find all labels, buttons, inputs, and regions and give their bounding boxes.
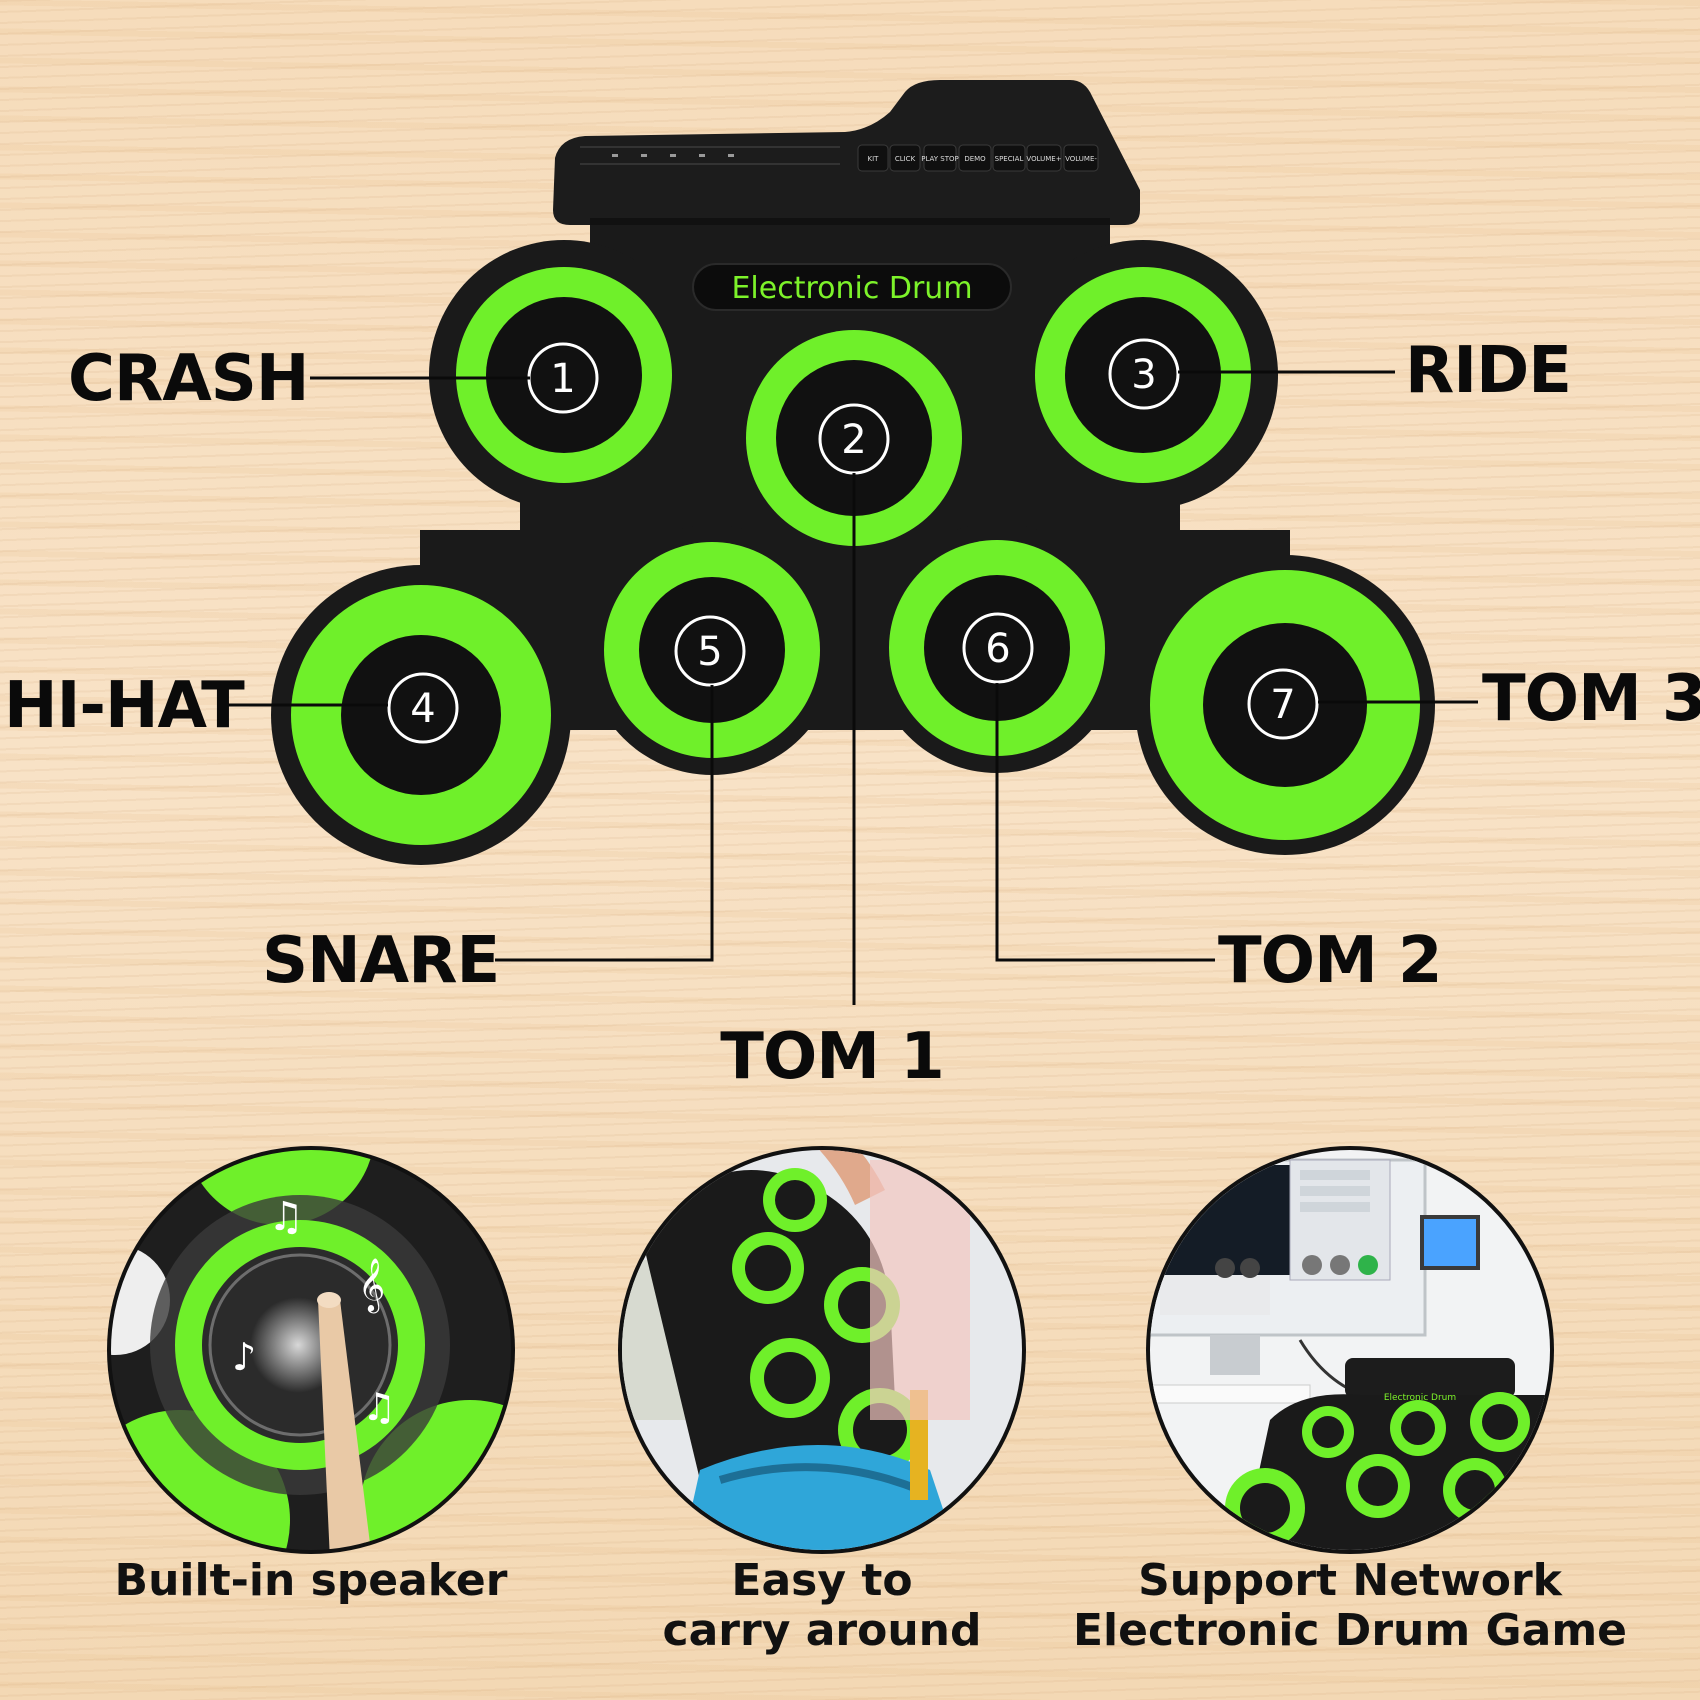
drum-pads: 1 2 3 4 5 6 7 bbox=[291, 267, 1420, 845]
pad-center bbox=[776, 360, 932, 516]
control-button-label: SPECIAL bbox=[995, 155, 1024, 163]
brand-label: Electronic Drum bbox=[731, 271, 972, 306]
indicator-lights bbox=[612, 154, 734, 157]
control-button-label: PLAY STOP bbox=[921, 155, 958, 163]
music-note-icon: ♫ bbox=[362, 1385, 396, 1429]
svg-text:Electronic Drum: Electronic Drum bbox=[1384, 1393, 1456, 1403]
pad-number-badge bbox=[387, 672, 459, 744]
pad-number: 3 bbox=[1131, 352, 1156, 398]
feature-caption-portable: Easy to carry around bbox=[622, 1556, 1022, 1656]
feature-photo-computer: Electronic Drum bbox=[1146, 1146, 1554, 1554]
control-button bbox=[958, 144, 992, 172]
callout-label: TOM 1 bbox=[720, 1020, 944, 1094]
pad-center bbox=[486, 297, 642, 453]
feature-photo-speaker: ♫ 𝄞 ♪ ♫ bbox=[107, 1146, 515, 1554]
feature-caption-network-game: Support Network Electronic Drum Game bbox=[1070, 1556, 1630, 1656]
pad-center bbox=[1065, 297, 1221, 453]
callout-label: HI-HAT bbox=[4, 669, 245, 743]
callout-line bbox=[495, 685, 714, 962]
pad-number: 7 bbox=[1270, 682, 1295, 728]
callout-lines bbox=[228, 370, 1478, 1005]
pad-number: 1 bbox=[550, 356, 575, 402]
control-button bbox=[1026, 144, 1062, 172]
control-button-label: DEMO bbox=[964, 155, 986, 163]
control-button bbox=[889, 144, 921, 172]
pad-number-badge bbox=[962, 612, 1034, 684]
pad-number: 4 bbox=[410, 686, 435, 732]
brand-plate: Electronic Drum bbox=[692, 263, 1012, 311]
pad-number: 5 bbox=[697, 629, 722, 675]
pad-number-badge bbox=[1108, 338, 1180, 410]
pad-number: 6 bbox=[985, 626, 1010, 672]
music-note-icon: ♪ bbox=[232, 1335, 256, 1379]
control-button bbox=[923, 144, 957, 172]
control-button-label: VOLUME+ bbox=[1026, 155, 1061, 163]
pad-center bbox=[1203, 623, 1367, 787]
control-button bbox=[992, 144, 1026, 172]
control-button-label: CLICK bbox=[895, 155, 916, 163]
callout-labels: CRASH TOM 1 RIDE HI-HAT SNARE TOM 2 TOM 3 bbox=[4, 334, 1700, 1094]
callout-label: CRASH bbox=[68, 342, 308, 416]
caption-line: Support Network bbox=[1138, 1555, 1562, 1606]
music-note-icon: 𝄞 bbox=[358, 1257, 385, 1313]
feature-photo-portable bbox=[618, 1146, 1026, 1554]
pad-number-badge bbox=[674, 615, 746, 687]
callout-label: TOM 3 bbox=[1482, 662, 1700, 736]
control-button-label: KIT bbox=[868, 155, 880, 163]
control-button bbox=[857, 144, 889, 172]
caption-line: Electronic Drum Game bbox=[1072, 1605, 1628, 1656]
pad-center bbox=[341, 635, 501, 795]
control-button-label: VOLUME- bbox=[1065, 155, 1097, 163]
pad-number: 2 bbox=[841, 417, 866, 463]
feature-caption-speaker: Built-in speaker bbox=[111, 1556, 511, 1606]
callout-line bbox=[995, 683, 1215, 962]
pad-center bbox=[924, 575, 1070, 721]
caption-line: carry around bbox=[662, 1605, 982, 1656]
music-note-icon: ♫ bbox=[268, 1194, 304, 1240]
pad-center bbox=[639, 577, 785, 723]
drumstick-icon bbox=[318, 1300, 372, 1550]
caption-line: Easy to bbox=[731, 1555, 913, 1606]
control-button bbox=[1063, 144, 1099, 172]
pad-number-badge bbox=[1247, 668, 1319, 740]
callout-label: TOM 2 bbox=[1218, 924, 1442, 998]
callout-label: RIDE bbox=[1405, 334, 1571, 408]
callout-label: SNARE bbox=[262, 924, 499, 998]
caption-line: Built-in speaker bbox=[114, 1555, 508, 1606]
